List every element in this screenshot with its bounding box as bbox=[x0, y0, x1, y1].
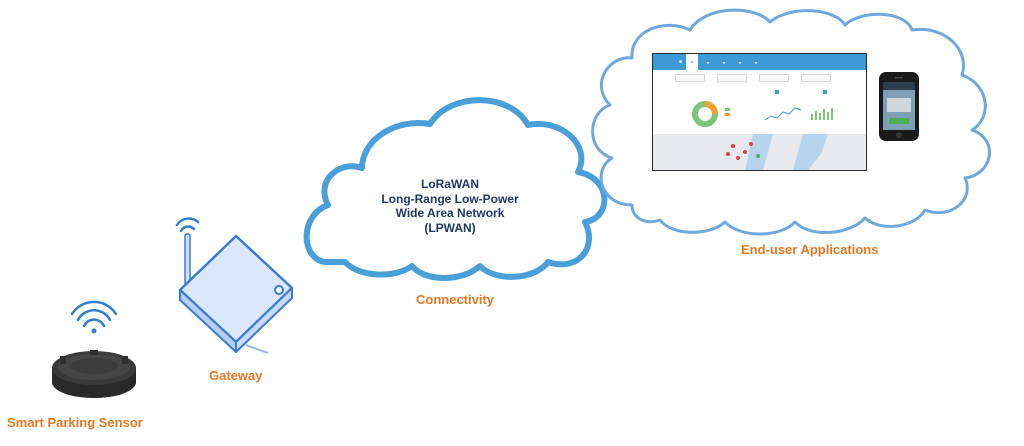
web-dashboard-icon: ■ ● ● ● ● ● bbox=[652, 53, 867, 171]
gateway-label: Gateway bbox=[209, 368, 263, 383]
dashboard-map bbox=[653, 134, 866, 170]
connectivity-label: Connectivity bbox=[416, 292, 495, 307]
dashboard-widgets bbox=[692, 90, 833, 127]
lpwan-description: LoRaWAN Long-Range Low-Power Wide Area N… bbox=[360, 177, 540, 235]
smartphone-icon bbox=[879, 72, 919, 141]
dashboard-filter bbox=[717, 74, 747, 82]
dashboard-filter bbox=[801, 74, 831, 82]
lpwan-line-4: (LPWAN) bbox=[424, 220, 476, 235]
dashboard-filter bbox=[759, 74, 789, 82]
lpwan-line-1: LoRaWAN bbox=[421, 177, 479, 191]
dashboard-header: ■ ● ● ● ● ● bbox=[653, 54, 866, 70]
lpwan-line-2: Long-Range Low-Power bbox=[381, 191, 519, 206]
end-user-applications-label: End-user Applications bbox=[741, 242, 879, 257]
smart-parking-sensor-label: Smart Parking Sensor bbox=[7, 415, 143, 430]
lpwan-line-3: Wide Area Network bbox=[395, 206, 505, 220]
wireless-signal-icon bbox=[70, 300, 118, 328]
wireless-signal-icon bbox=[175, 217, 200, 233]
dashboard-filter bbox=[675, 74, 705, 82]
